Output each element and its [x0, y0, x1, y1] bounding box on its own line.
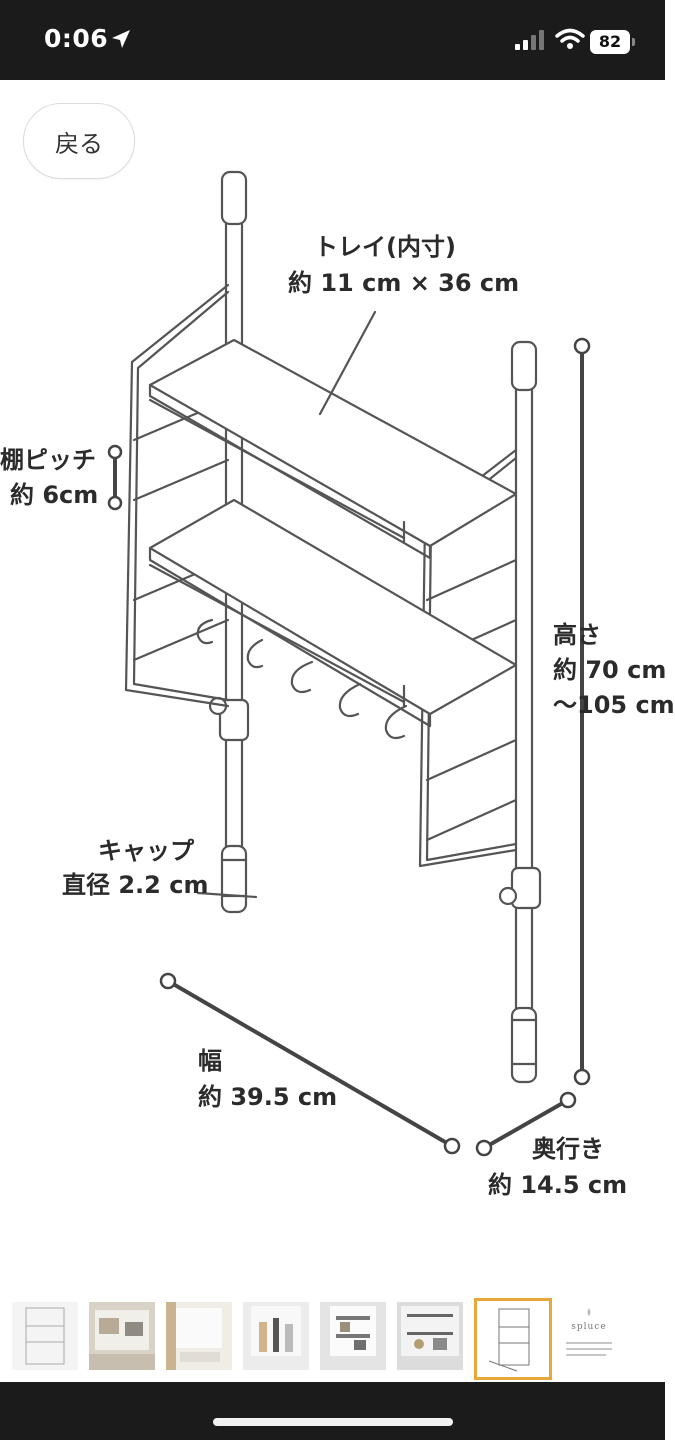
shelf-pitch-value: 約 6cm — [10, 481, 99, 509]
status-bar: 0:06 82 — [0, 0, 665, 80]
shelf-pitch-title: 棚ピッチ — [0, 446, 96, 474]
tray-size-value: 約 11 cm × 36 cm — [288, 269, 520, 297]
height-title: 高さ — [553, 621, 601, 649]
thumbnail-2[interactable] — [89, 1302, 155, 1370]
cellular-signal-icon — [515, 30, 544, 50]
home-indicator[interactable] — [213, 1418, 453, 1426]
width-value: 約 39.5 cm — [198, 1083, 338, 1111]
thumbnail-brand-text: spluce — [571, 1322, 607, 1332]
height-max-value: 〜105 cm — [553, 691, 675, 719]
shelf-illustration — [107, 170, 591, 1157]
thumbnail-7-selected[interactable] — [474, 1298, 552, 1380]
thumbnail-1[interactable] — [12, 1302, 78, 1370]
thumbnail-5[interactable] — [320, 1302, 386, 1370]
bottom-bar — [0, 1382, 665, 1440]
tray-size-title: トレイ(内寸) — [314, 233, 456, 261]
height-min-value: 約 70 cm — [553, 656, 667, 684]
cap-diameter-value: 直径 2.2 cm — [62, 871, 209, 899]
thumbnail-8[interactable]: spluce — [556, 1302, 622, 1370]
product-dimension-diagram: トレイ(内寸) 約 11 cm × 36 cm 棚ピッチ 約 6cm 高さ 約 … — [0, 80, 675, 1280]
status-time: 0:06 — [44, 24, 109, 53]
thumbnail-6[interactable] — [397, 1302, 463, 1370]
depth-title: 奥行き — [532, 1135, 604, 1163]
back-button[interactable]: 戻る — [23, 103, 135, 179]
battery-indicator: 82 — [590, 30, 635, 54]
thumbnail-4[interactable] — [243, 1302, 309, 1370]
location-arrow-icon — [112, 30, 130, 48]
width-title: 幅 — [198, 1047, 222, 1075]
thumbnail-strip: spluce — [0, 1296, 665, 1384]
wifi-icon — [555, 28, 585, 49]
depth-value: 約 14.5 cm — [488, 1171, 628, 1199]
cap-title: キャップ — [98, 837, 194, 865]
thumbnail-3[interactable] — [166, 1302, 232, 1370]
